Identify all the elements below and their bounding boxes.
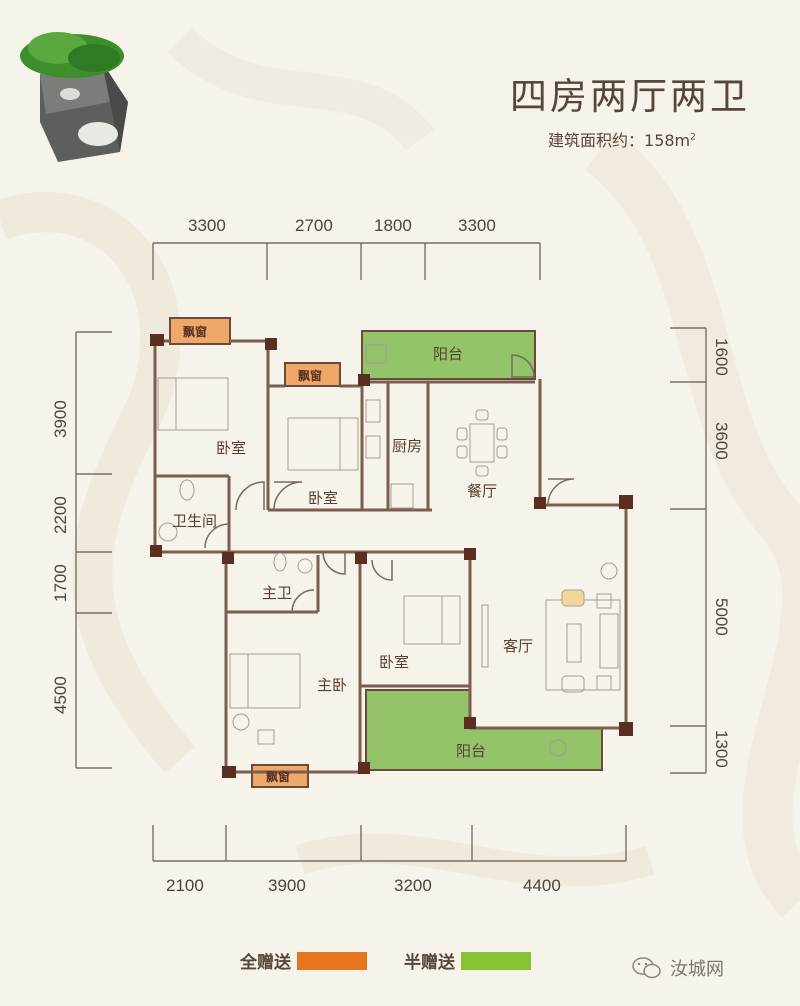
furniture [157,344,621,757]
dim-bottom-4: 4400 [523,876,561,895]
dim-top-1: 3300 [188,216,226,235]
floor-area-unit: 2 [690,132,696,143]
left-dimension-line [75,331,112,769]
watermark: 汝城网 [632,955,724,981]
legend-full-gift-label: 全赠送 [240,953,291,973]
balcony-north [361,330,536,380]
room-label-balcony-south: 阳台 [456,742,486,760]
dim-left-1: 3900 [51,400,70,438]
wechat-icon [632,957,662,979]
bay-window-1 [169,317,231,345]
bay-window-label-2: 飘窗 [298,368,322,383]
dim-left-2: 2200 [51,496,70,534]
legend-half-gift: 半赠送 [404,948,531,973]
watermark-text: 汝城网 [670,959,724,980]
dim-top-3: 1800 [374,216,412,235]
dim-right-2: 3600 [712,422,731,460]
legend-half-gift-label: 半赠送 [404,953,455,973]
door-swings [204,354,575,613]
room-label-master-bedroom: 主卧 [317,676,347,694]
room-label-bathroom: 卫生间 [172,512,217,530]
dim-right-1: 1600 [712,338,731,376]
legend-full-gift: 全赠送 [240,948,367,973]
dim-left-4: 4500 [51,676,70,714]
dim-bottom-3: 3200 [394,876,432,895]
legend-full-gift-swatch [297,951,367,970]
room-label-dining: 餐厅 [467,482,497,500]
floor-area: 建筑面积约：158m2 [548,127,696,151]
room-label-living: 客厅 [503,637,533,655]
floor-area-label: 建筑面积约： [548,131,645,150]
bay-window-label-1: 飘窗 [183,324,207,339]
bay-window-label-3: 飘窗 [266,769,290,784]
room-label-bedroom-n: 卧室 [308,489,338,507]
room-label-bedroom-s: 卧室 [379,653,409,671]
dim-right-3: 5000 [712,598,731,636]
bottom-dimension-line [152,825,627,862]
structural-pillars [150,334,633,778]
room-label-balcony-north: 阳台 [433,345,463,363]
bay-window-2 [284,362,341,387]
right-dimension-line [670,327,707,774]
dim-right-4: 1300 [712,730,731,768]
room-label-bedroom-nw: 卧室 [216,439,246,457]
room-label-master-bath: 主卫 [262,584,292,602]
dim-top-2: 2700 [295,216,333,235]
dim-bottom-1: 2100 [166,876,204,895]
dim-left-3: 1700 [51,564,70,602]
page-title: 四房两厅两卫 [510,75,750,118]
tree-cube-logo [10,22,140,162]
dim-bottom-2: 3900 [268,876,306,895]
room-label-kitchen: 厨房 [392,437,422,455]
dim-top-4: 3300 [458,216,496,235]
legend-half-gift-swatch [461,951,531,970]
floor-area-value: 158m [644,131,691,150]
top-dimension-line [152,242,541,280]
